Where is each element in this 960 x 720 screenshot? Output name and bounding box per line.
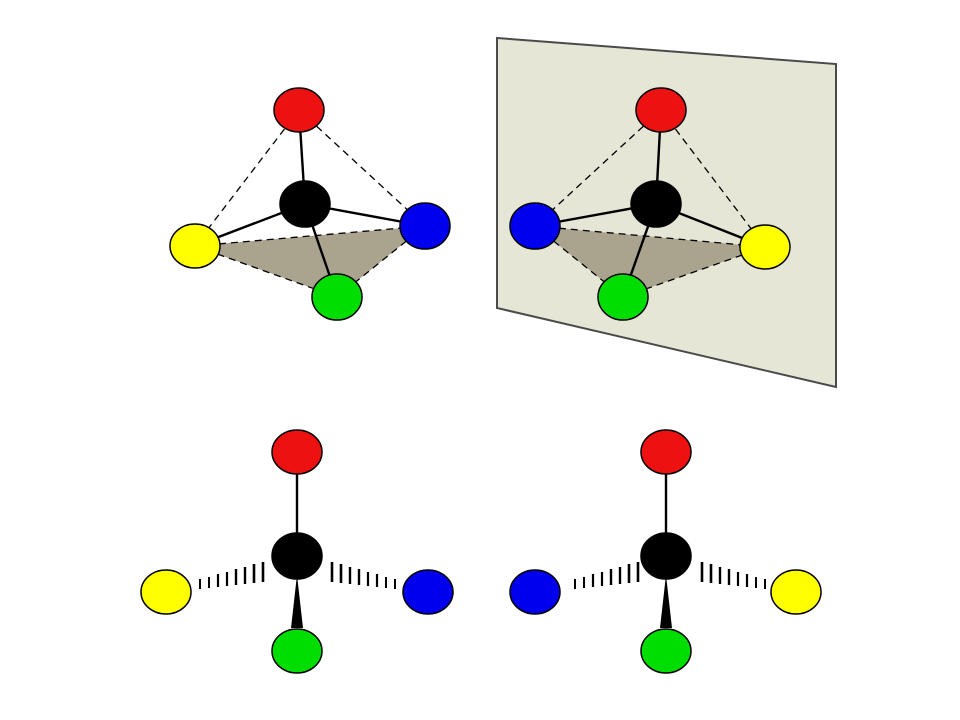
shaded-face: [195, 226, 425, 297]
atom-red: [635, 87, 687, 133]
atom-red: [271, 429, 323, 475]
atom-yellow: [739, 224, 791, 270]
molecule-perspective-mirror-image: [509, 87, 791, 321]
molecule-perspective-original: [169, 87, 451, 321]
molecule-wedge-dash-mirror-image: [509, 429, 822, 674]
hashed-bond-yellow: [700, 562, 766, 589]
hashed-bond-blue: [330, 562, 396, 589]
molecule-wedge-dash-original: [140, 429, 454, 674]
atom-green: [640, 628, 692, 674]
wedge-bond-green: [291, 575, 303, 628]
atom-red: [640, 429, 692, 475]
atom-yellow: [770, 569, 822, 615]
edge-yellow-blue: [194, 225, 426, 247]
edge-blue-yellow: [534, 225, 766, 248]
atom-green: [311, 273, 363, 321]
shaded-face: [535, 226, 765, 297]
atom-black-center: [271, 532, 323, 580]
wedge-bond-green: [660, 575, 672, 628]
atom-green: [597, 273, 649, 321]
edge-red-yellow: [660, 109, 766, 248]
edge-red-blue: [534, 109, 662, 227]
atom-red: [273, 87, 325, 133]
hashed-bond-yellow: [199, 562, 265, 589]
atom-blue: [402, 569, 454, 615]
atom-black-center: [630, 180, 682, 228]
edge-red-blue: [298, 109, 426, 227]
edge-red-yellow: [194, 109, 300, 247]
atom-yellow: [169, 223, 221, 269]
atom-black-center: [640, 532, 692, 580]
atom-yellow: [140, 569, 192, 615]
atom-green: [271, 628, 323, 674]
atom-blue: [509, 569, 561, 615]
hashed-bond-blue: [574, 562, 640, 589]
atom-blue: [399, 202, 451, 250]
atom-blue: [509, 202, 561, 250]
atom-black-center: [279, 180, 331, 228]
